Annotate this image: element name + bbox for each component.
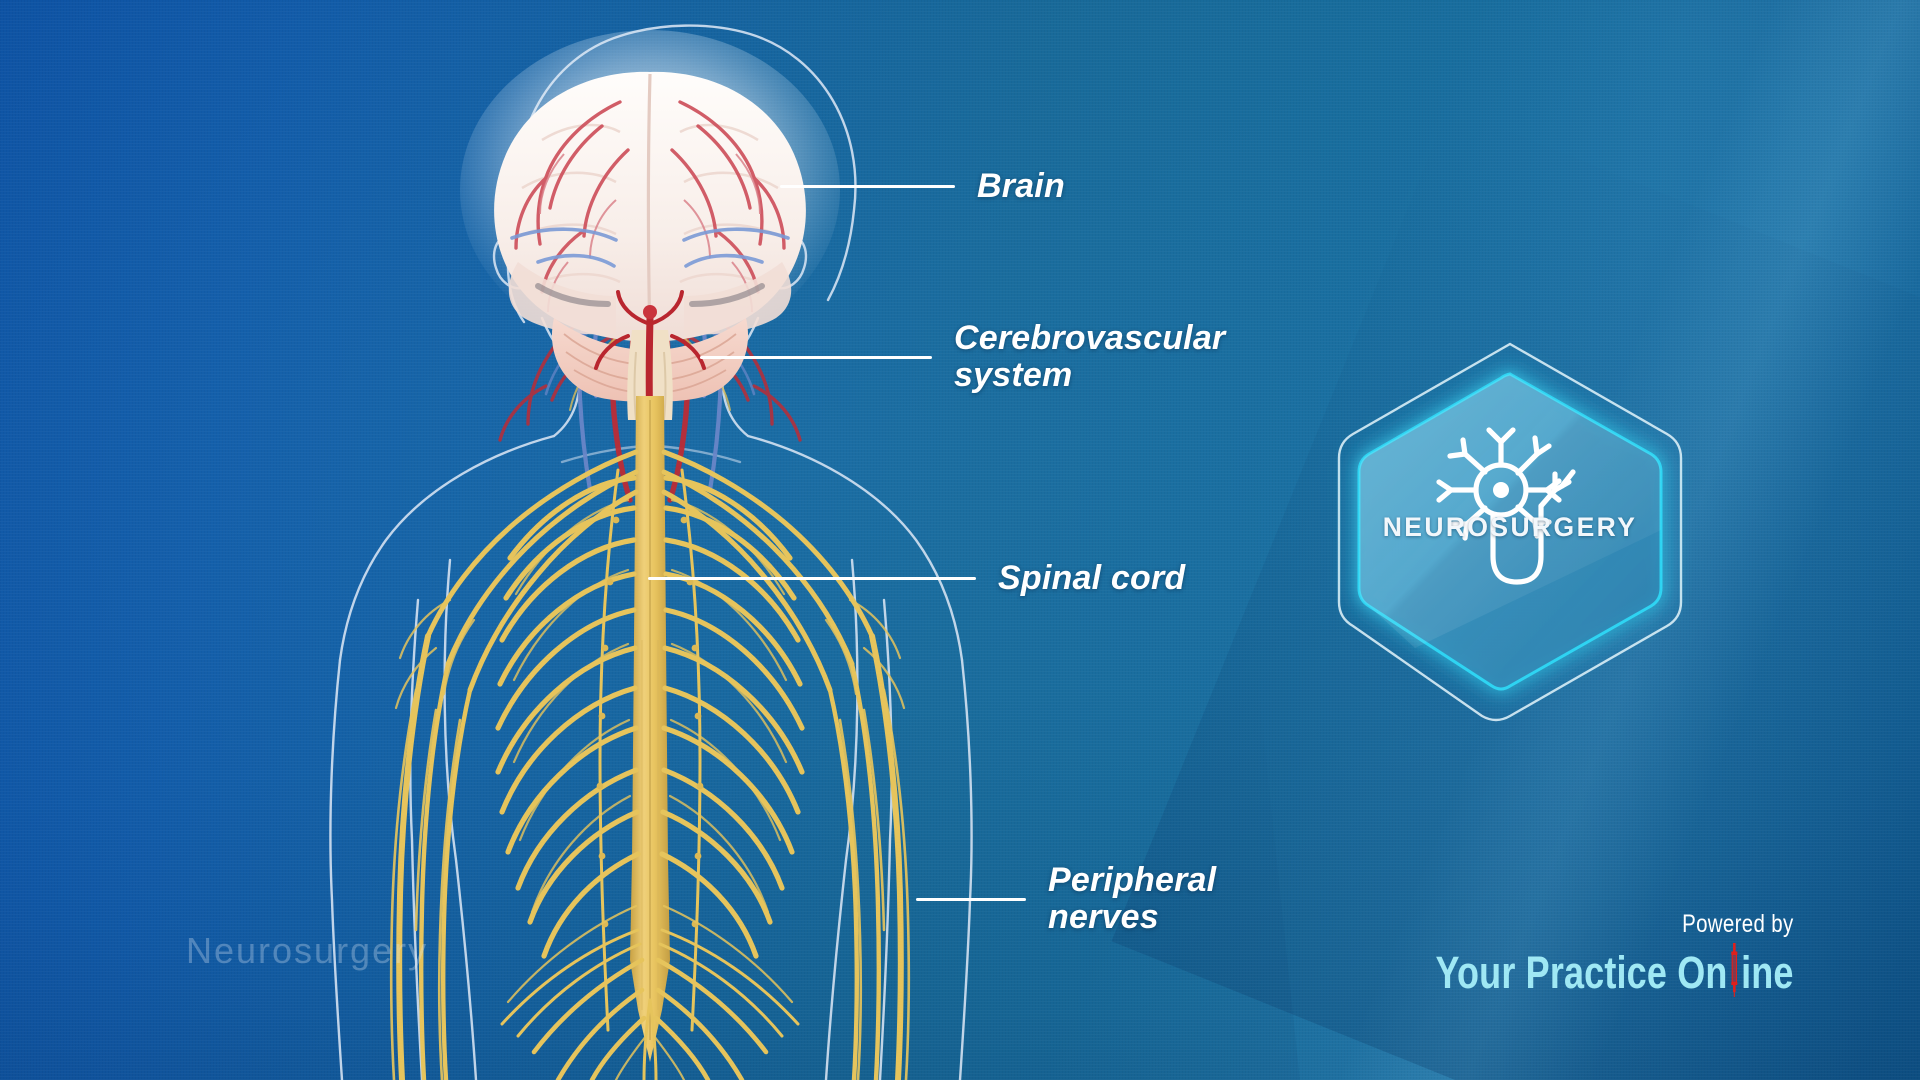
callout-peripheral-nerves-label: Peripheral nerves	[1048, 861, 1217, 937]
powered-by-text: Powered by	[1682, 910, 1794, 938]
brand-prefix: Your Practice On	[1435, 947, 1728, 998]
watermark-text: Neurosurgery	[186, 930, 429, 971]
callout-spinal-cord: Spinal cord	[648, 559, 1186, 597]
callout-spinal-cord-leader-line	[648, 577, 976, 581]
brain	[494, 71, 806, 434]
callout-cerebrovascular-label: Cerebrovascular system	[954, 319, 1226, 395]
badge-outer-outline	[1337, 342, 1683, 722]
spinal-cord	[630, 396, 670, 1062]
callout-peripheral-nerves-leader-line	[916, 897, 1026, 901]
callout-brain-leader-line	[780, 185, 955, 189]
callout-cerebrovascular-system: Cerebrovascular system	[700, 319, 1226, 395]
powered-by-logo: Powered by Your Practice On ine	[1346, 910, 1794, 998]
neuron-icon	[1436, 427, 1576, 585]
callout-peripheral-nerves: Peripheral nerves	[916, 861, 1217, 937]
callout-spinal-cord-label: Spinal cord	[998, 559, 1186, 597]
badge-label: NEUROSURGERY	[1382, 512, 1638, 542]
callout-brain: Brain	[780, 167, 1065, 205]
callout-brain-label: Brain	[977, 167, 1065, 205]
brand-wordmark: Your Practice On ine	[1435, 943, 1794, 998]
nervous-system-figure	[150, 0, 1150, 1080]
callout-cerebrovascular-leader-line	[700, 355, 932, 359]
brand-suffix: ine	[1741, 947, 1794, 998]
syringe-icon	[1730, 943, 1740, 997]
peripheral-nerves	[389, 449, 911, 1080]
neurosurgery-badge: NEUROSURGERY	[1315, 330, 1705, 730]
